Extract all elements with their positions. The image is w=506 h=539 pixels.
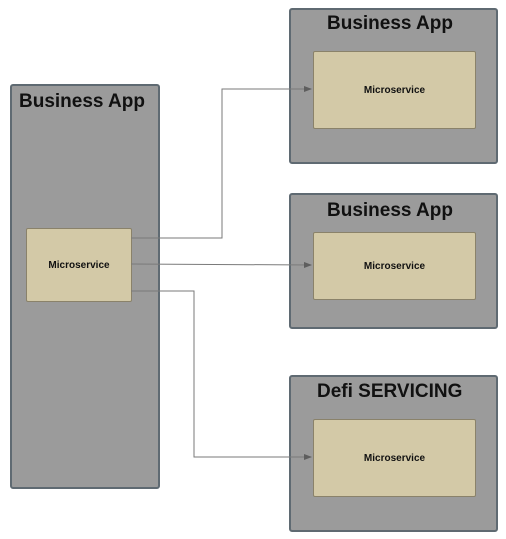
business-app-left-title: Business App xyxy=(19,91,145,112)
microservice-middle: Microservice xyxy=(313,232,476,300)
business-app-middle-title: Business App xyxy=(327,200,453,221)
microservice-bottom: Microservice xyxy=(313,419,476,497)
microservice-bottom-label: Microservice xyxy=(363,452,426,464)
defi-servicing-app: Defi SERVICING Microservice xyxy=(289,375,498,532)
microservice-top: Microservice xyxy=(313,51,476,129)
business-app-top: Business App Microservice xyxy=(289,8,498,164)
microservice-middle-label: Microservice xyxy=(363,260,426,272)
business-app-middle: Business App Microservice xyxy=(289,193,498,329)
microservice-left: Microservice xyxy=(26,228,132,302)
business-app-left: Business App Microservice xyxy=(10,84,160,489)
microservice-top-label: Microservice xyxy=(363,84,426,96)
business-app-top-title: Business App xyxy=(327,13,453,34)
microservice-left-label: Microservice xyxy=(48,259,110,271)
defi-servicing-title: Defi SERVICING xyxy=(317,381,463,402)
